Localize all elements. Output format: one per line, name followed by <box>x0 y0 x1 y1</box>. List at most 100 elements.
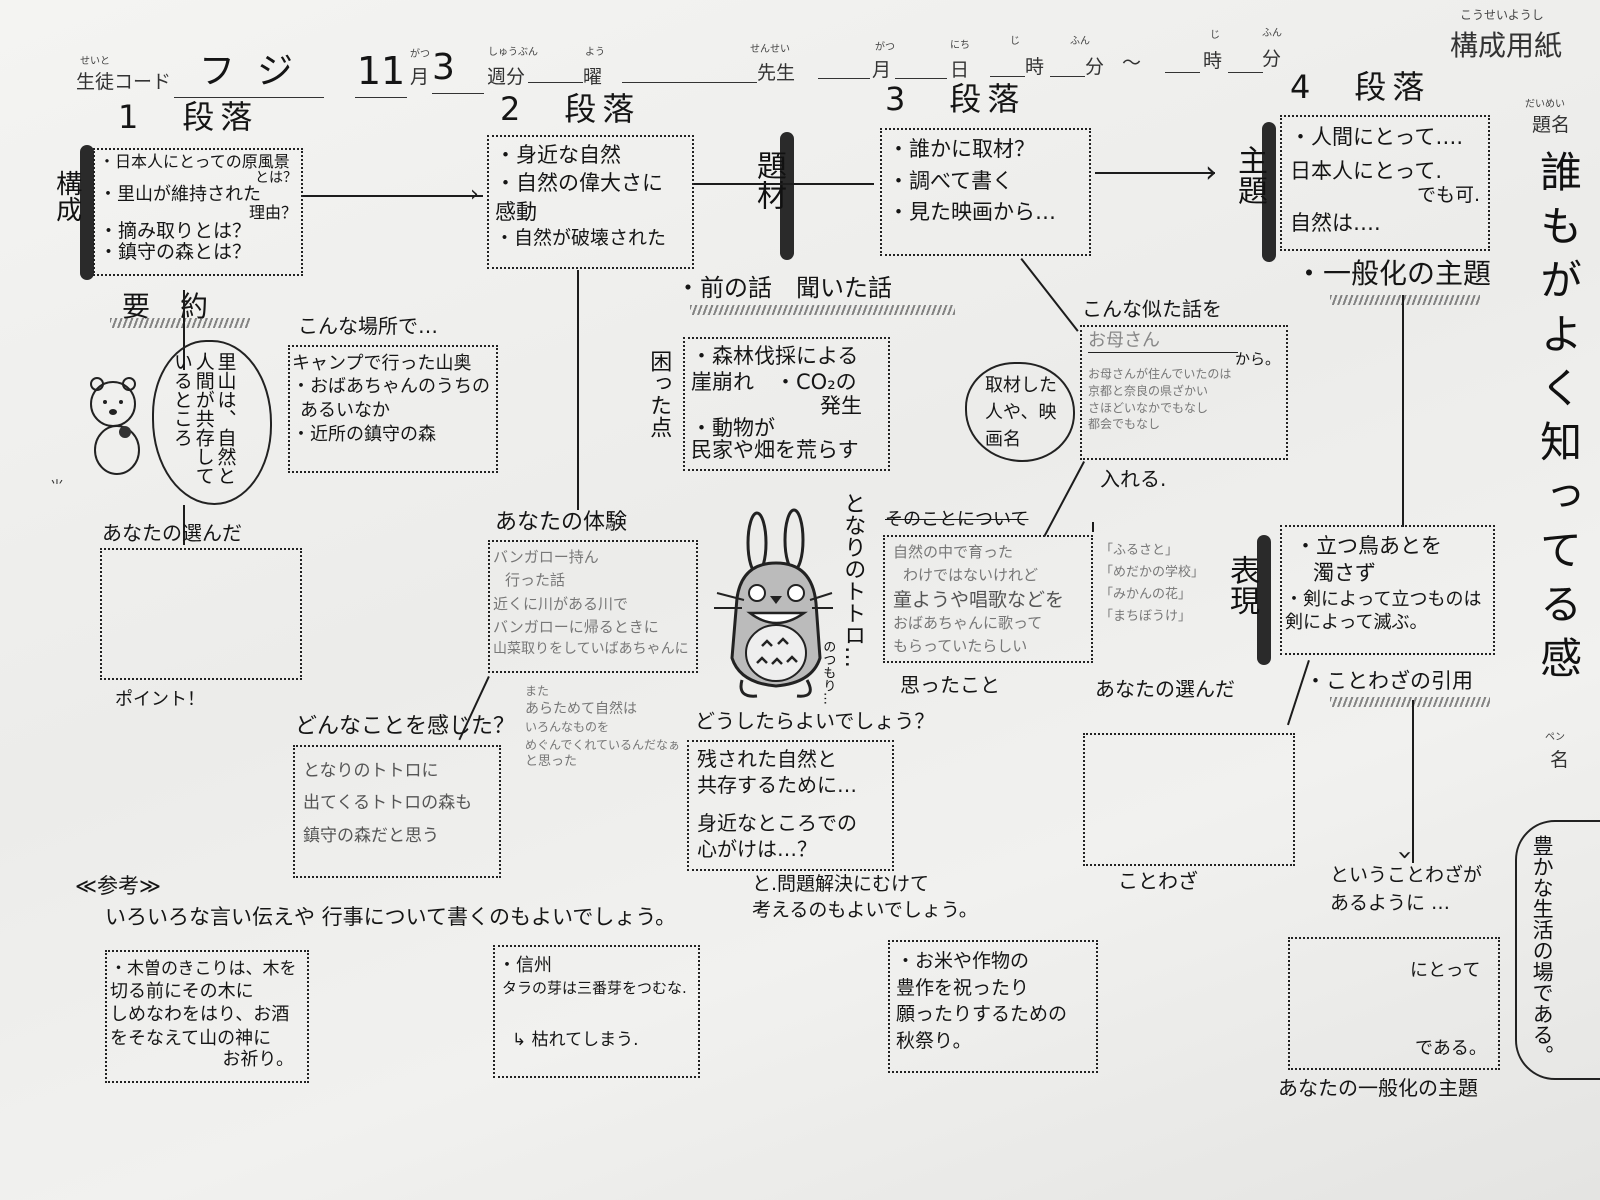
paragraph-4-box[interactable]: ・人間にとって…. 日本人にとって. でも可. 自然は…. <box>1280 115 1490 251</box>
note-line: 自然の中で育った <box>893 543 1014 561</box>
title-label: 題名 <box>1532 114 1571 136</box>
songs-list: 「ふるさと」 「めだかの学校」 「みかんの花」 「まちぼうけ」 <box>1100 540 1204 628</box>
places-box[interactable]: キャンプで行った山奥 ・おばあちゃんのうちの あるいなか ・近所の鎮守の森 <box>288 345 498 473</box>
ruby: しゅうぶん <box>488 47 538 58</box>
note-line: 出てくるトトロの森も <box>303 793 473 814</box>
reference-box-1[interactable]: ・木曽のきこりは、木を 切る前にその木に しめなわをはり、お酒 をそなえて山の神… <box>105 950 309 1083</box>
reference-box-2[interactable]: ・信州 タラの芽は三番芽をつむな. ↳ 枯れてしまう. <box>493 945 700 1078</box>
date-month-field[interactable] <box>818 78 870 79</box>
connector-line <box>183 505 185 545</box>
minute-field[interactable] <box>1050 76 1085 77</box>
list-item: ・動物が <box>691 415 775 440</box>
generalize-heading: ・一般化の主題 <box>1295 257 1492 290</box>
list-item: ・鎮守の森とは？ <box>99 240 252 263</box>
week-label: 週分 <box>487 66 526 88</box>
problems-box[interactable]: ・森林伐採による 崖崩れ ・CO₂の 発生 ・動物が 民家や畑を荒らす <box>683 337 890 471</box>
essay-title[interactable]: 誰もがよく知ってる感 <box>1533 150 1583 690</box>
box-prefix: にとって <box>1410 960 1481 981</box>
minute2-field[interactable] <box>1228 72 1263 73</box>
month-field[interactable]: 11 <box>355 46 407 99</box>
paragraph-2-box[interactable]: ・身近な自然 ・自然の偉大さに 感動 ・自然が破壊された <box>487 135 694 269</box>
student-code-label: 生徒コード <box>76 71 172 93</box>
weekday-label: 曜 <box>583 66 603 88</box>
what-to-do-box[interactable]: 残された自然と 共存するために… 身近なところでの 心がけは…？ <box>687 740 894 871</box>
teacher-field[interactable] <box>622 82 757 83</box>
about-box[interactable]: 自然の中で育った わけではないけれど 童ようや唱歌などを おばあちゃんに歌って … <box>883 535 1093 663</box>
experience-box[interactable]: バンガロー持ん 行った話 近くに川がある川で バンガローに帰るときに 山菜取りを… <box>488 540 698 673</box>
date-month-label: 月 <box>872 59 892 81</box>
hour-field[interactable] <box>990 76 1025 77</box>
felt-box[interactable]: となりのトトロに 出てくるトトロの森も 鎮守の森だと思う <box>293 745 501 878</box>
list-item: 共存するために… <box>697 773 857 797</box>
conclusion-box[interactable]: にとって である。 <box>1288 937 1500 1070</box>
note-line: バンガローに帰るときに <box>493 617 659 636</box>
paragraph-1-box[interactable]: ・日本人にとっての原風景 とは？ ・里山が維持された 理由？ ・摘み取りとは？ … <box>93 148 303 276</box>
student-code-field[interactable]: フジ <box>174 48 324 98</box>
note-line: となりのトトロに <box>303 761 439 781</box>
list-item: 豊作を祝ったり <box>896 976 1030 999</box>
list-item: 自然は…. <box>1290 210 1381 235</box>
list-item: 心がけは…？ <box>697 837 817 861</box>
summary-cloud-text: 里山は、自然と人間が共存しているところ <box>170 352 237 485</box>
chosen-box[interactable] <box>100 548 302 680</box>
list-item: ・信州 <box>498 955 552 976</box>
list-item: ・人間にとって…. <box>1290 125 1463 149</box>
ruby: せんせい <box>750 44 790 55</box>
suffix: から。 <box>1234 349 1280 368</box>
similar-box[interactable]: お母さん から。 お母さんが住んでいたのは 京都と奈良の県ざかい さほどいなかで… <box>1080 325 1288 460</box>
ruby: ふん <box>1070 36 1090 47</box>
song-item: 「みかんの花」 <box>1100 587 1192 603</box>
ruby: じ <box>1210 30 1220 41</box>
pen-label: ペン <box>1545 732 1565 743</box>
sheet-title: 構成用紙 <box>1450 29 1563 62</box>
hour2-field[interactable] <box>1165 72 1200 73</box>
grass-icon: ⺌ <box>50 479 64 495</box>
list-item: ・自然の偉大さに <box>495 171 663 196</box>
list-item: ・おばあちゃんのうちの <box>292 376 490 398</box>
weekday-field[interactable] <box>528 82 583 83</box>
arrow-line <box>694 183 874 185</box>
source-field[interactable]: お母さん <box>1088 330 1238 353</box>
hour2-label: 時 <box>1203 50 1223 72</box>
note-line: もらっていたらしい <box>893 637 1028 656</box>
totoro-drawing-icon <box>714 508 833 698</box>
connector-line <box>1020 258 1079 332</box>
minute2-label: 分 <box>1262 48 1282 70</box>
label-expression: 表現 <box>1224 555 1259 615</box>
list-item: 発生 <box>820 393 862 418</box>
chosen-heading: あなたの選んだ <box>102 521 242 545</box>
conclusion-heading: ということわざが あるように … <box>1330 864 1483 914</box>
list-item: をそなえて山の神に <box>110 1027 272 1049</box>
list-item: 民家や畑を荒らす <box>691 437 859 462</box>
list-item: ・木曽のきこりは、木を <box>110 959 297 979</box>
ruby: せいと <box>80 56 110 67</box>
marker-bar <box>1257 535 1271 665</box>
date-day-field[interactable] <box>895 78 947 79</box>
connector-line <box>1092 522 1094 532</box>
problem-label: 困った点 <box>646 350 672 438</box>
paragraph-3-heading: 3 段落 <box>885 80 1026 118</box>
experience-heading: あなたの体験 <box>495 510 628 535</box>
chosen-proverb-box[interactable] <box>1083 733 1295 866</box>
week-field[interactable]: 3 <box>432 44 484 94</box>
note-line: わけではないけれど <box>903 566 1039 585</box>
paragraph-2-heading: 2 段落 <box>500 90 641 128</box>
ruby: がつ <box>410 49 430 60</box>
ruby: がつ <box>875 42 895 53</box>
note-line: と思った <box>525 753 578 769</box>
note-line: バンガロー持ん <box>493 548 599 566</box>
felt-heading: どんなことを感じた？ <box>295 714 516 739</box>
paragraph-3-box[interactable]: ・誰かに取材？ ・調べて書く ・見た映画から… <box>880 128 1091 256</box>
arrow-head-icon: › <box>1205 155 1217 190</box>
connector-line <box>577 270 579 510</box>
note-line: また <box>525 684 550 698</box>
prev-story-heading: ・前の話 聞いた話 <box>676 274 892 302</box>
what-to-do-footer: と.問題解決にむけて 考えるのもよいでしょう。 <box>752 873 978 921</box>
list-item: でも可. <box>1416 183 1480 206</box>
connector-line <box>1043 461 1085 538</box>
summary-label: 要約 <box>122 290 239 323</box>
expression-box[interactable]: ・立つ鳥あとを 濁さず ・剣によって立つものは 剣によって滅ぶ。 <box>1280 525 1495 655</box>
reference-box-3[interactable]: ・お米や作物の 豊作を祝ったり 願ったりするための 秋祭り。 <box>888 940 1098 1073</box>
arrow-head-icon: › <box>1390 849 1421 861</box>
